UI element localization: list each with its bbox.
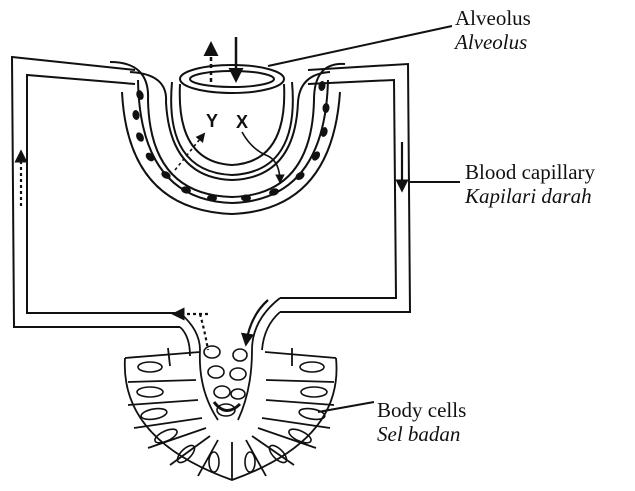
label-alveolus: Alveolus Alveolus [455, 6, 531, 54]
label-blood-capillary-en: Blood capillary [465, 160, 595, 184]
circulation-loop [12, 57, 410, 327]
air-arrows [211, 37, 236, 82]
label-alveolus-ms: Alveolus [455, 30, 531, 54]
body-cells [125, 348, 337, 480]
alveolus-sac [171, 65, 293, 175]
tissue-capillary [180, 298, 280, 420]
label-body-cells: Body cells Sel badan [377, 398, 466, 446]
gas-marker-x: X [236, 112, 248, 132]
label-alveolus-en: Alveolus [455, 6, 531, 30]
label-blood-capillary: Blood capillary Kapilari darah [465, 160, 595, 208]
gas-marker-y: Y [206, 111, 218, 131]
label-blood-capillary-ms: Kapilari darah [465, 184, 595, 208]
flow-arrows [21, 142, 402, 350]
capillary-blood-cells [132, 80, 330, 201]
label-body-cells-ms: Sel badan [377, 422, 466, 446]
label-body-cells-en: Body cells [377, 398, 466, 422]
